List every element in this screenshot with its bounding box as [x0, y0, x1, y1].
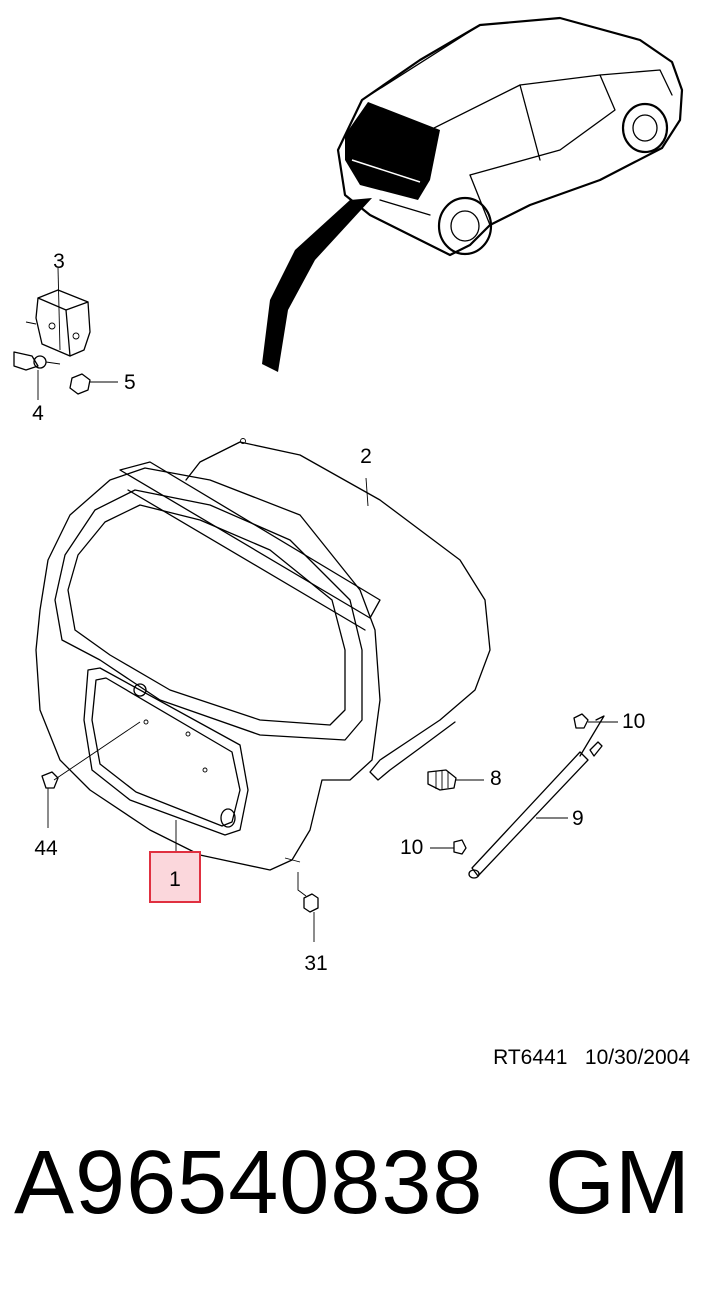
- callout-44: 44: [34, 837, 58, 860]
- drawing-reference: RT6441 10/30/2004: [493, 1046, 690, 1069]
- callout-10-lower: 10: [400, 836, 423, 859]
- car-overview-illustration: [262, 16, 684, 372]
- rubber-bumper: [427, 769, 484, 791]
- tailgate-highlight-shape: [345, 102, 440, 200]
- callout-2: 2: [360, 445, 372, 468]
- hinge-assembly: [13, 267, 118, 400]
- callout-31: 31: [304, 952, 327, 975]
- callout-9: 9: [572, 807, 584, 830]
- callout-1-highlight-box: [149, 851, 201, 903]
- callout-1: 1: [169, 868, 181, 891]
- callout-5: 5: [124, 371, 136, 394]
- callout-4: 4: [32, 402, 44, 425]
- weatherstrip-seal: [185, 438, 491, 781]
- pointer-wedge: [262, 198, 372, 372]
- callout-8: 8: [490, 767, 502, 790]
- callout-10-upper: 10: [622, 710, 645, 733]
- gas-strut-assembly: [430, 713, 618, 879]
- brand-name: GM: [545, 1133, 690, 1233]
- callout-3: 3: [53, 250, 65, 273]
- part-number: A96540838: [14, 1133, 484, 1233]
- tailgate-panel: [35, 461, 381, 942]
